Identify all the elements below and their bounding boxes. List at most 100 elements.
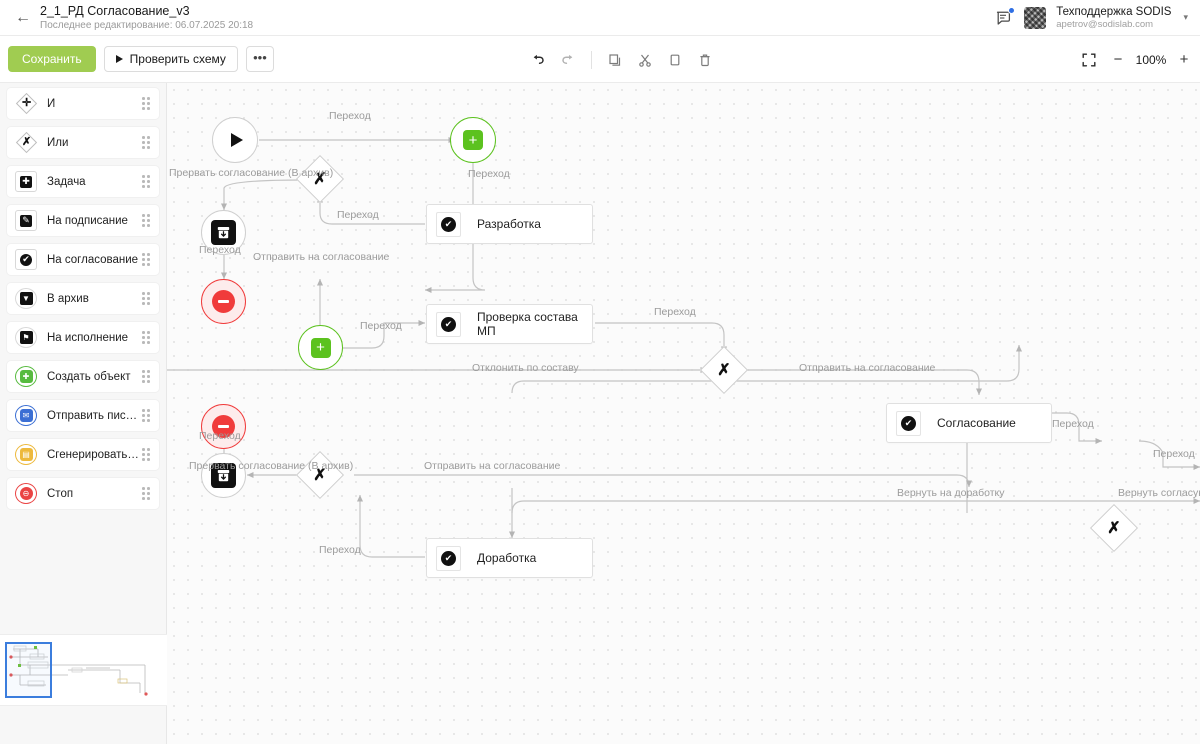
palette-item-stop[interactable]: ⊖ Стоп xyxy=(6,477,160,510)
archive-node-2[interactable] xyxy=(201,453,246,498)
more-options-button[interactable]: ••• xyxy=(245,46,274,72)
palette-item-execute[interactable]: ⚑ На исполнение xyxy=(6,321,160,354)
last-edited-text: Последнее редактирование: 06.07.2025 20:… xyxy=(40,19,254,31)
sign-icon: ✎ xyxy=(15,210,37,231)
paste-icon[interactable] xyxy=(662,47,688,73)
save-button[interactable]: Сохранить xyxy=(8,46,96,72)
drag-handle-icon[interactable] xyxy=(141,175,151,189)
drag-handle-icon[interactable] xyxy=(141,214,151,228)
stop-icon xyxy=(212,290,235,313)
stop-node-2[interactable] xyxy=(201,404,246,449)
chat-bubble-icon[interactable] xyxy=(994,6,1016,28)
palette-item-approve[interactable]: ✔ На согласование xyxy=(6,243,160,276)
or-gateway-glyph: ✗ xyxy=(313,467,327,484)
palette-item-label: Задача xyxy=(47,175,86,188)
or-gateway-glyph: ✗ xyxy=(717,362,731,379)
task-node-soglasovanie[interactable]: ✔ Согласование xyxy=(886,403,1052,443)
chevron-down-icon[interactable]: ▾ xyxy=(1183,12,1188,22)
archive-node-1[interactable] xyxy=(201,210,246,255)
node-label: Разработка xyxy=(477,217,541,231)
cut-icon[interactable] xyxy=(632,47,658,73)
zoom-out-button[interactable]: − xyxy=(1113,51,1123,68)
stop-icon xyxy=(212,415,235,438)
zoom-in-button[interactable]: + xyxy=(1179,51,1189,68)
arrow-left-icon[interactable]: ← xyxy=(15,8,31,26)
and-gateway-node-2[interactable]: + xyxy=(298,325,343,370)
execute-flag-icon: ⚑ xyxy=(15,327,37,348)
or-gateway-node-2[interactable]: ✗ xyxy=(699,345,749,395)
generate-file-icon: ▤ xyxy=(15,444,37,465)
task-node-razrabotka[interactable]: ✔ Разработка xyxy=(426,204,593,244)
drag-handle-icon[interactable] xyxy=(141,370,151,384)
palette-item-or[interactable]: ✗ Или xyxy=(6,126,160,159)
send-email-icon: ✉ xyxy=(15,405,37,426)
toolbar-divider xyxy=(591,50,592,69)
delete-icon[interactable] xyxy=(692,47,718,73)
node-label: Согласование xyxy=(937,416,1016,430)
create-object-icon: ✚ xyxy=(15,366,37,387)
palette-item-label: Стоп xyxy=(47,487,74,500)
drag-handle-icon[interactable] xyxy=(141,97,151,111)
node-label: Проверка состава МП xyxy=(477,310,578,338)
palette-item-task[interactable]: ✚ Задача xyxy=(6,165,160,198)
check-scheme-button[interactable]: Проверить схему xyxy=(103,46,238,72)
drag-handle-icon[interactable] xyxy=(141,292,151,306)
approve-icon: ✔ xyxy=(436,311,461,337)
undo-icon[interactable] xyxy=(525,47,551,73)
palette-item-sign[interactable]: ✎ На подписание xyxy=(6,204,160,237)
palette-item-send-email[interactable]: ✉ Отправить письмо xyxy=(6,399,160,432)
palette-item-label: На подписание xyxy=(47,214,128,227)
drag-handle-icon[interactable] xyxy=(141,448,151,462)
redo-icon[interactable] xyxy=(555,47,581,73)
task-icon: ✚ xyxy=(15,171,37,192)
user-info: Техподдержка SODIS apetrov@sodislab.com xyxy=(1056,5,1171,31)
approve-icon: ✔ xyxy=(436,211,461,237)
drag-handle-icon[interactable] xyxy=(141,136,151,150)
or-gateway-node-3[interactable]: ✗ xyxy=(295,450,345,500)
minimap[interactable] xyxy=(0,634,167,706)
start-node[interactable] xyxy=(212,117,258,163)
archive-icon: ▼ xyxy=(15,288,37,309)
drag-handle-icon[interactable] xyxy=(141,409,151,423)
drag-handle-icon[interactable] xyxy=(141,331,151,345)
or-gateway-icon: ✗ xyxy=(15,131,37,154)
archive-icon xyxy=(211,220,236,245)
task-node-dorabotka[interactable]: ✔ Доработка xyxy=(426,538,593,578)
play-icon xyxy=(231,133,243,147)
palette-item-create-object[interactable]: ✚ Создать объект xyxy=(6,360,160,393)
stop-node-1[interactable] xyxy=(201,279,246,324)
or-gateway-node-4[interactable]: ✗ xyxy=(1089,503,1139,553)
palette-item-label: На исполнение xyxy=(47,331,129,344)
plus-icon: + xyxy=(463,130,483,150)
minimap-viewport[interactable] xyxy=(5,642,52,698)
palette-item-label: Создать объект xyxy=(47,370,131,383)
notification-dot xyxy=(1008,6,1016,14)
or-gateway-node-1[interactable]: ✗ xyxy=(295,154,345,204)
palette-item-label: Сгенерировать ф... xyxy=(47,448,141,461)
editor-toolbar: Сохранить Проверить схему ••• xyxy=(0,36,1200,83)
task-node-proverka[interactable]: ✔ Проверка состава МП xyxy=(426,304,593,344)
palette-list: ✛ И ✗ Или ✚ Задача ✎ На подписание ✔ xyxy=(0,83,166,510)
zoom-level: 100% xyxy=(1135,52,1167,67)
approve-icon: ✔ xyxy=(896,410,921,436)
palette-item-label: В архив xyxy=(47,292,89,305)
palette-item-generate-file[interactable]: ▤ Сгенерировать ф... xyxy=(6,438,160,471)
document-title-block: 2_1_РД Согласование_v3 Последнее редакти… xyxy=(40,4,253,32)
node-label: Доработка xyxy=(477,551,537,565)
and-gateway-node-1[interactable]: + xyxy=(450,117,496,163)
plus-icon: + xyxy=(310,337,331,358)
page-title: 2_1_РД Согласование_v3 xyxy=(40,3,190,18)
palette-item-archive[interactable]: ▼ В архив xyxy=(6,282,160,315)
avatar[interactable] xyxy=(1024,6,1047,29)
copy-icon[interactable] xyxy=(602,47,628,73)
fit-screen-icon[interactable] xyxy=(1076,47,1102,73)
user-name: Техподдержка SODIS xyxy=(1056,5,1172,18)
drag-handle-icon[interactable] xyxy=(141,487,151,501)
palette-item-and[interactable]: ✛ И xyxy=(6,87,160,120)
check-scheme-label: Проверить схему xyxy=(129,52,226,66)
app-header: ← 2_1_РД Согласование_v3 Последнее редак… xyxy=(0,0,1200,36)
or-gateway-glyph: ✗ xyxy=(313,171,327,188)
drag-handle-icon[interactable] xyxy=(141,253,151,267)
workflow-canvas[interactable]: + ✗ ✔ Разработка xyxy=(167,83,1200,744)
